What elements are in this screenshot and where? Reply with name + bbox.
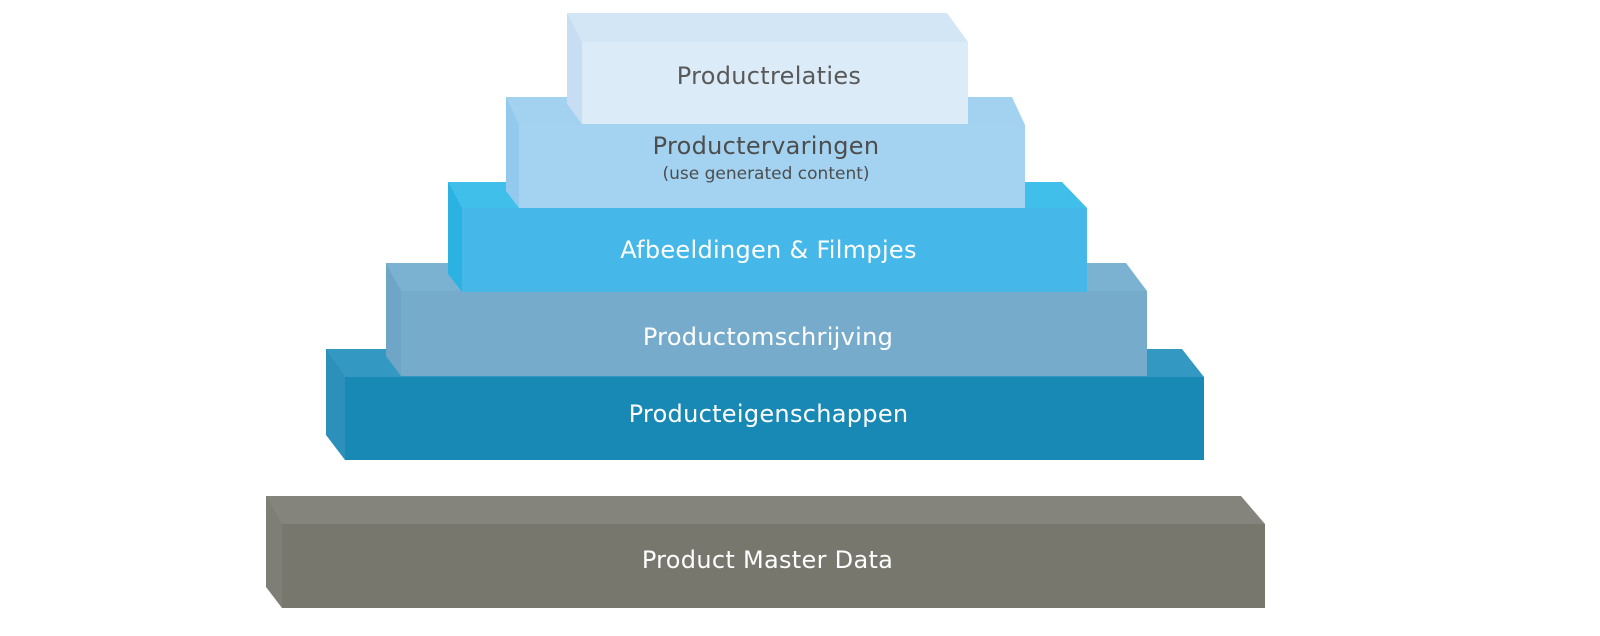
layer-label-productrelaties: Productrelaties [677, 62, 861, 90]
layer-front-face [401, 291, 1147, 376]
layer-side-face [326, 349, 345, 460]
layer-front-face [519, 125, 1025, 208]
layer-block-productrelaties [567, 13, 968, 124]
layer-side-face [506, 97, 519, 208]
layer-title: Producteigenschappen [628, 400, 909, 428]
layer-front-face [345, 377, 1204, 460]
layer-label-producteigenschappen: Producteigenschappen [629, 400, 909, 428]
layer-front-face [462, 208, 1087, 292]
layer-label-product-master-data: Product Master Data [642, 546, 893, 574]
layer-side-face [266, 496, 282, 608]
layer-block-product-master-data [266, 496, 1265, 608]
layer-side-face [448, 182, 462, 292]
layer-top-face [266, 496, 1265, 524]
layer-title: Afbeeldingen & Filmpjes [620, 236, 917, 264]
layer-front-face [282, 524, 1265, 608]
layer-side-face [567, 13, 582, 124]
layer-label-productervaringen: Productervaringen (use generated content… [653, 132, 880, 184]
layer-label-productomschrijving: Productomschrijving [643, 323, 893, 351]
layer-label-afbeeldingen: Afbeeldingen & Filmpjes [620, 236, 917, 264]
layer-side-face [386, 263, 401, 376]
layer-title: Productrelaties [676, 62, 862, 90]
layer-title: Product Master Data [641, 546, 894, 574]
layer-front-face [582, 42, 968, 124]
layer-subtitle: (use generated content) [662, 164, 870, 184]
layer-top-face [567, 13, 968, 42]
layer-title: Productomschrijving [642, 323, 894, 351]
layer-title: Productervaringen [652, 132, 880, 160]
